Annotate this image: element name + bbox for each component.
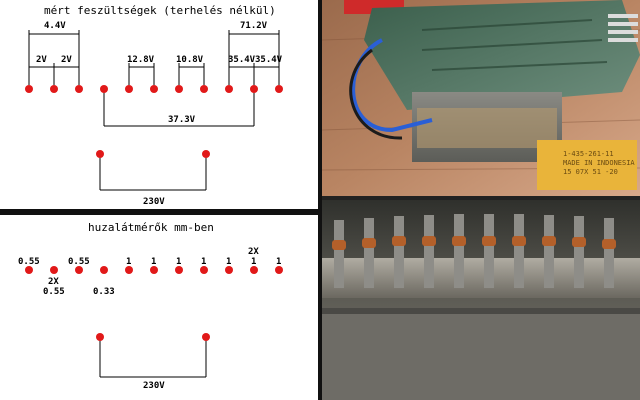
label-12-8v: 12.8V [127,55,155,65]
transformer-terminals-photo [322,200,640,400]
vertical-divider [318,0,322,400]
label-4-4v: 4.4V [44,21,66,31]
pin-dot [225,85,233,93]
wire-label-10: 1 [251,257,257,267]
label-35-4v-b: 35.4V [255,55,283,65]
transformer-label-sticker: 1-435-261-11 MADE IN INDONESIA 15 07X 51… [563,150,640,177]
wire-label-3: 0.55 [43,287,65,297]
pin-dot [125,266,133,274]
primary-pin-dot [202,150,210,158]
pin-dot [275,266,283,274]
horizontal-divider [0,209,318,215]
wire-label-11: 1 [276,257,282,267]
label-230v-top: 230V [143,197,165,207]
label-37-3v: 37.3V [168,115,196,125]
wire-label-1: 0.55 [18,257,40,267]
wire-diameter-panel: huzalátmérők mm-ben [0,215,318,400]
wire-label-5: 1 [126,257,132,267]
wire-label-6: 1 [151,257,157,267]
pin-dot [50,266,58,274]
primary-pin-dot [202,333,210,341]
voltage-diagram-panel: mért feszültségek (terhelés nélkül) [0,0,318,209]
sticker-line-3: 15 07X 51 -20 [563,168,618,176]
label-35-4v-a: 35.4V [228,55,256,65]
wire-label-3-multiplier: 2X [48,277,59,287]
pin-dot [125,85,133,93]
pin-dot [275,85,283,93]
wire-label-10-multiplier: 2X [248,247,259,257]
primary-pin-dot [96,150,104,158]
pin-dot [25,266,33,274]
wire-diameter-diagram [25,266,283,378]
pin-dot [175,85,183,93]
wire-label-4: 0.33 [93,287,115,297]
pin-dot [200,85,208,93]
label-71-2v: 71.2V [240,21,268,31]
wire-label-9: 1 [226,257,232,267]
pin-dot [225,266,233,274]
wire-label-8: 1 [201,257,207,267]
pin-dot [250,266,258,274]
label-230v-bottom: 230V [143,381,165,391]
label-2v-b: 2V [61,55,72,65]
sticker-line-1: 1-435-261-11 [563,150,614,158]
pin-dot [250,85,258,93]
wire-diameter-title: huzalátmérők mm-ben [88,221,214,234]
pin-dot [150,266,158,274]
photo-divider [322,196,640,200]
transformer-pcb-photo: 1-435-261-11 MADE IN INDONESIA 15 07X 51… [322,0,640,196]
pin-dot [100,85,108,93]
pin-dot [50,85,58,93]
pin-dot [75,85,83,93]
wire-label-2: 0.55 [68,257,90,267]
wire-label-7: 1 [176,257,182,267]
pin-dot [150,85,158,93]
sticker-line-2: MADE IN INDONESIA [563,159,635,167]
pin-dot [25,85,33,93]
pin-dot [75,266,83,274]
pin-dot [175,266,183,274]
pin-dot [100,266,108,274]
primary-pin-dot [96,333,104,341]
label-2v-a: 2V [36,55,47,65]
pin-dot [200,266,208,274]
voltage-diagram-title: mért feszültségek (terhelés nélkül) [44,4,276,17]
label-10-8v: 10.8V [176,55,204,65]
voltage-diagram [25,30,283,191]
